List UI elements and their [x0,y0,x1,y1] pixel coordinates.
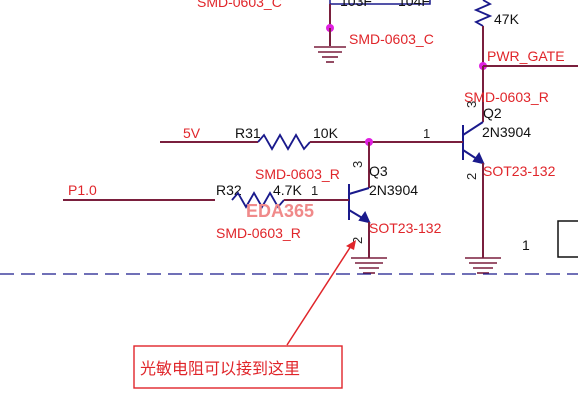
net-p10-label: P1.0 [68,182,97,198]
q2-package-label: SOT23-132 [483,163,556,179]
resistor-47k [473,0,493,27]
q2-pin-collector: 3 [464,101,479,108]
ground-symbol [351,257,387,274]
pwr-gate-label: PWR_GATE [487,48,565,64]
annotation-box [133,345,343,389]
annotation-text: 光敏电阻可以接到这里 [140,360,300,378]
q2-pin-emitter: 2 [464,173,479,180]
connector-box [557,220,578,258]
q2-package-top-label: SMD-0603_R [464,89,549,105]
q2-transistor-symbol [462,121,485,165]
q3-transistor-symbol [348,184,371,224]
q3-pin-collector: 3 [350,161,365,168]
r32-ref-label: R32 [216,182,242,198]
annotation-arrow-line [286,245,352,346]
q3-ref-label: Q3 [369,163,388,179]
ground-symbol [314,46,346,63]
q3-pin-emitter: 2 [350,237,365,244]
q2-part-label: 2N3904 [482,124,531,140]
top-cap-package-label: SMD-0603_C [349,31,434,47]
r31-value-label: 10K [313,125,339,141]
connector-pin-number: 1 [522,237,530,253]
watermark: EDA365 [246,201,314,221]
annotation-arrow-head [346,240,356,250]
r32-package-label: SMD-0603_R [216,225,301,241]
cap-value-104f: 104F [398,0,430,9]
q2-ref-label: Q2 [483,105,502,121]
q3-package-top-label: SMD-0603_R [255,166,340,182]
ground-symbol [465,257,501,274]
cap-value-103f: 103F [340,0,372,9]
r32-value-label: 4.7K [273,182,302,198]
q3-pin-base: 1 [311,183,318,198]
q3-package-label: SOT23-132 [369,220,442,236]
capacitor-box [329,0,431,5]
resistor-r32 [231,191,285,209]
r31-ref-label: R31 [235,125,261,141]
resistor-r31 [257,133,311,151]
net-5v-label: 5V [183,125,201,141]
top-cap-package-left-label: SMD-0603_C [197,0,282,10]
resistor-47k-value: 47K [494,11,520,27]
q3-part-label: 2N3904 [369,182,418,198]
q2-pin-base: 1 [423,126,430,141]
